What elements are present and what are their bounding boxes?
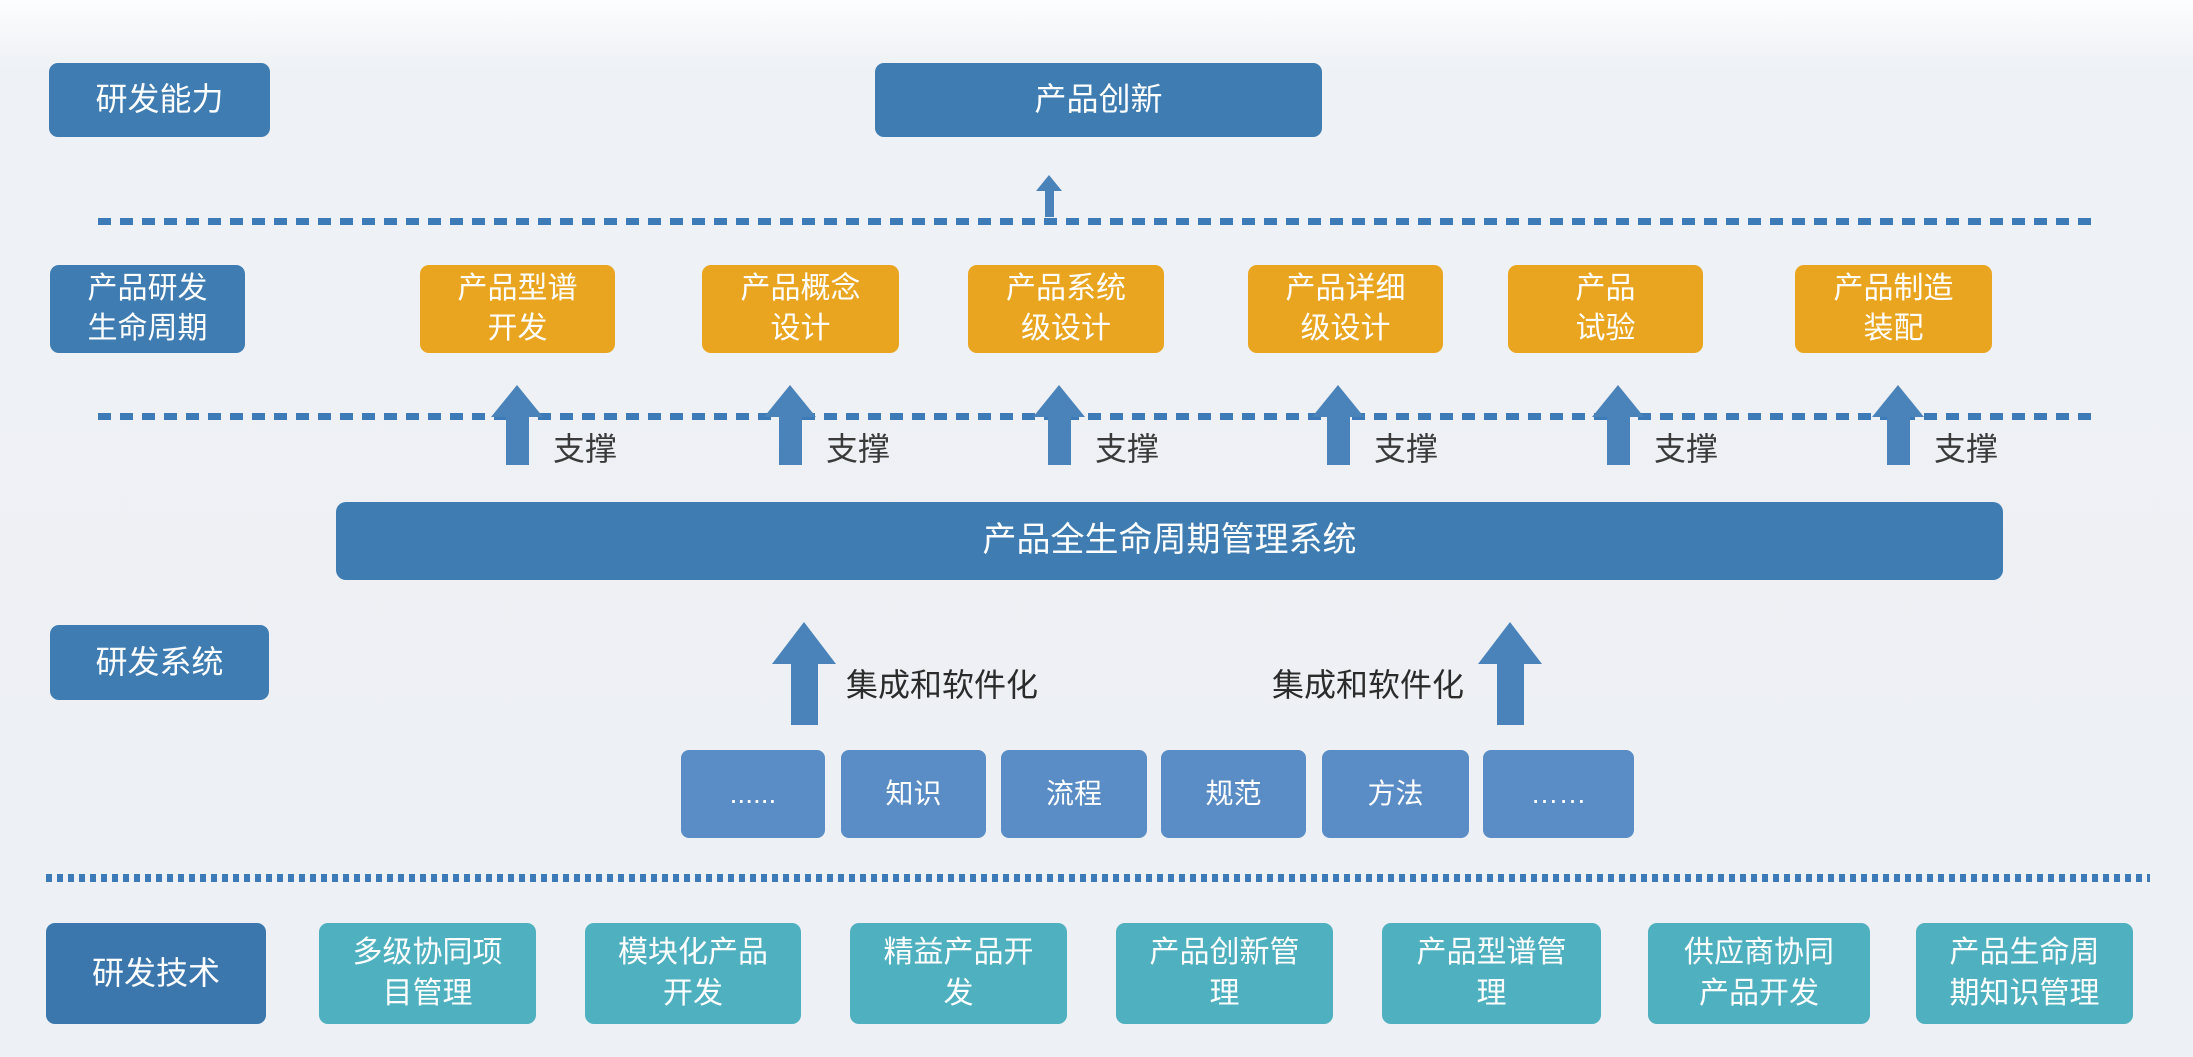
rd-capability-label-box: 研发能力 [49,63,270,137]
support-label: 支撑 [1095,431,1160,467]
dashed-divider-middle [98,413,2098,420]
support-label: 支撑 [1654,431,1719,467]
support-arrow-icon [1592,385,1644,465]
rd-technology-label-box: 研发技术 [46,923,266,1024]
rd-system-label-box: 研发系统 [50,625,269,700]
support-arrow-icon [491,385,543,465]
asset-box-ellipsis: ...... [681,750,825,838]
tech-box-innovation-mgmt: 产品创新管 理 [1116,923,1333,1024]
support-arrow-icon [1033,385,1085,465]
stage-box-product-test: 产品 试验 [1508,265,1703,353]
tech-box-spectrum-mgmt: 产品型谱管 理 [1382,923,1601,1024]
asset-box-process: 流程 [1001,750,1147,838]
dashed-divider-top [98,218,2098,225]
up-arrow-icon [1036,175,1062,217]
stage-box-concept-design: 产品概念 设计 [702,265,899,353]
tech-box-lifecycle-knowledge-mgmt: 产品生命周 期知识管理 [1916,923,2133,1024]
lifecycle-label-box: 产品研发 生命周期 [50,265,245,353]
stage-box-detail-design: 产品详细 级设计 [1248,265,1443,353]
plm-system-bar: 产品全生命周期管理系统 [336,502,2003,580]
asset-box-knowledge: 知识 [841,750,986,838]
tech-box-supplier-collab-dev: 供应商协同 产品开发 [1648,923,1870,1024]
support-label: 支撑 [1934,431,1999,467]
tech-box-multilevel-project-mgmt: 多级协同项 目管理 [319,923,536,1024]
support-label: 支撑 [826,431,891,467]
stage-box-system-design: 产品系统 级设计 [968,265,1164,353]
tech-box-lean-product-dev: 精益产品开 发 [850,923,1067,1024]
integration-label: 集成和软件化 [846,667,1039,703]
integration-arrow-icon [772,622,836,725]
support-label: 支撑 [1374,431,1439,467]
support-arrow-icon [1872,385,1924,465]
asset-box-standard: 规范 [1161,750,1306,838]
stage-box-manufacture-assembly: 产品制造 装配 [1795,265,1992,353]
asset-box-ellipsis: …… [1483,750,1634,838]
asset-box-method: 方法 [1322,750,1469,838]
stage-box-spectrum-dev: 产品型谱 开发 [420,265,615,353]
support-arrow-icon [764,385,816,465]
support-arrow-icon [1312,385,1364,465]
product-innovation-box: 产品创新 [875,63,1322,137]
integration-label: 集成和软件化 [1272,667,1465,703]
integration-arrow-icon [1478,622,1542,725]
dotted-divider-bottom [46,874,2150,882]
support-label: 支撑 [553,431,618,467]
tech-box-modular-product-dev: 模块化产品 开发 [585,923,801,1024]
